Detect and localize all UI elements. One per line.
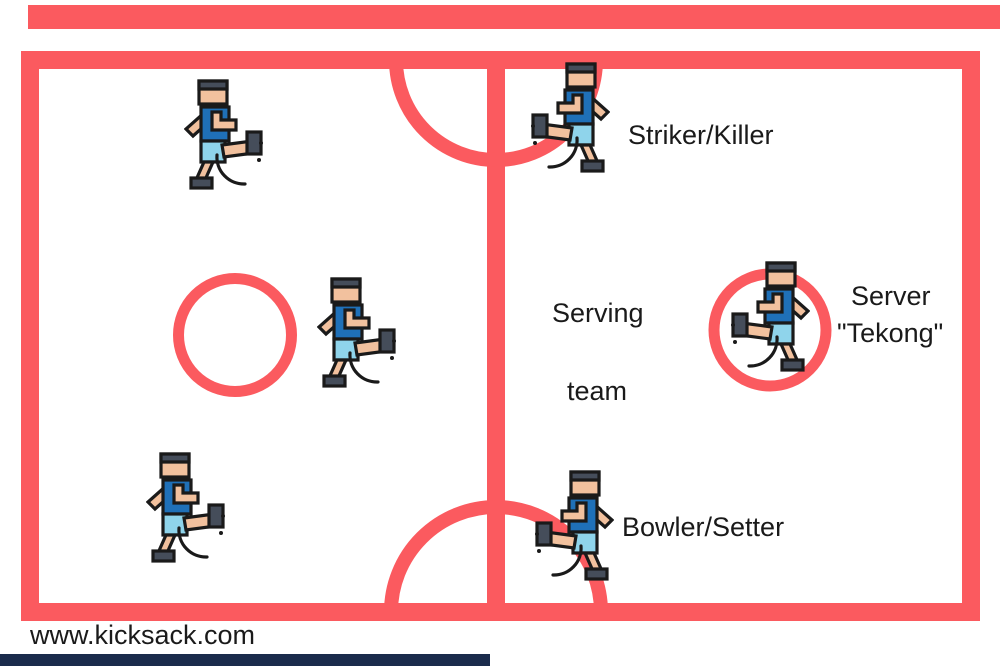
server-label-line2: "Tekong" [837, 318, 944, 348]
player-left-top [184, 79, 264, 190]
player-left-bottom [146, 452, 226, 563]
serving-team-label-line2: team [567, 376, 628, 406]
player-bowler [534, 470, 614, 581]
server-label-line1: Server [851, 281, 931, 311]
striker-label: Striker/Killer [628, 120, 774, 150]
watermark-url: www.kicksack.com [30, 620, 256, 650]
player-left-middle [317, 277, 397, 388]
left-service-circle [173, 273, 297, 397]
bottom-progress-bar [0, 654, 490, 666]
serving-team-label-line1: Serving [552, 298, 644, 328]
bowler-label: Bowler/Setter [622, 512, 785, 542]
top-red-bar [28, 5, 1000, 29]
